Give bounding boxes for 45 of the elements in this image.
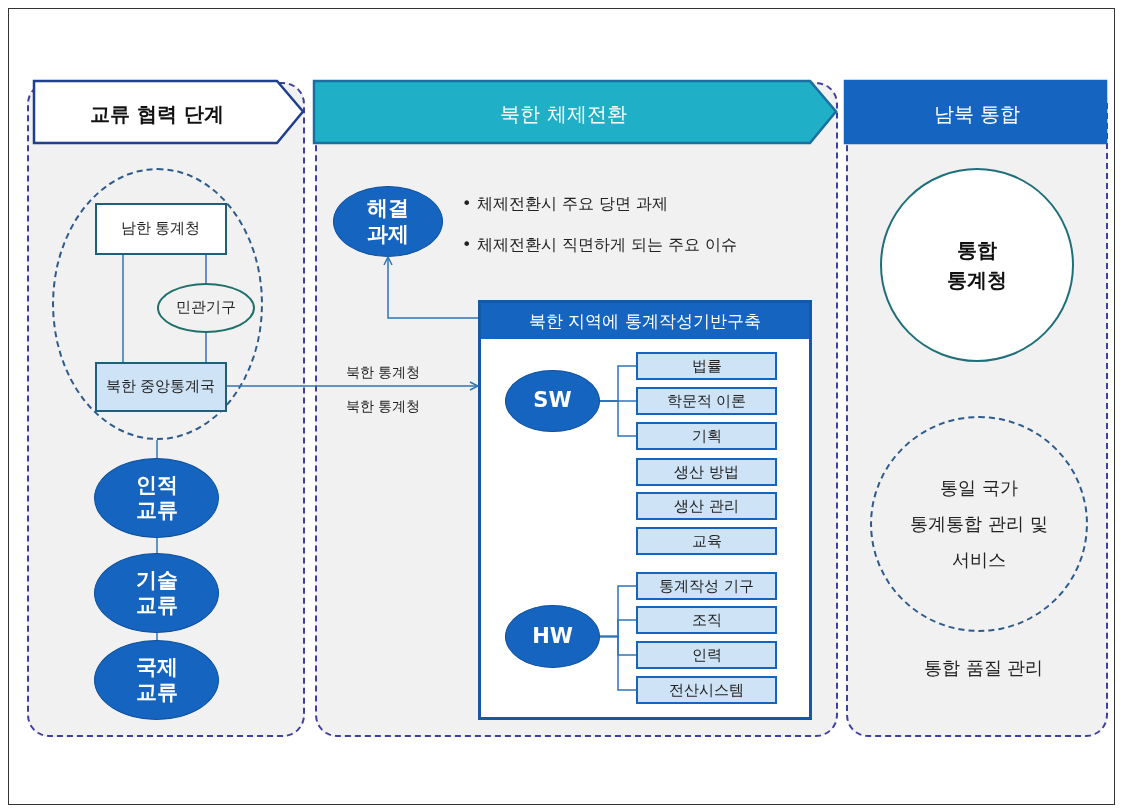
stage-panel	[315, 82, 838, 737]
topic-oval: 인적 교류	[94, 458, 219, 538]
panel-title: 교류 협력 단계	[89, 101, 225, 128]
box-header: 북한 지역에 통계작성기반구축	[481, 303, 809, 339]
agency-circle: 통합 통계청	[880, 168, 1074, 362]
panel-title: 남북 통합	[932, 101, 1022, 128]
agency-oval: 민관기구	[156, 282, 255, 333]
dashed-ellipse	[52, 168, 263, 440]
agency-box: 남한 통계청	[94, 202, 227, 255]
arrow	[383, 256, 479, 319]
stage-panel	[27, 82, 305, 737]
topic-oval: HW	[505, 605, 600, 668]
item-box: 통계작성 기구	[636, 572, 777, 600]
connector-line	[205, 254, 207, 284]
topic-oval: SW	[505, 370, 600, 432]
panel-title: 북한 체제전환	[499, 101, 628, 128]
arrow	[226, 381, 479, 391]
item-box: 조직	[636, 606, 777, 634]
connector-line	[599, 400, 637, 437]
item-box: 학문적 이론	[636, 387, 777, 415]
stage-panel	[846, 82, 1108, 737]
item-box: 생산 방법	[636, 458, 777, 486]
service-circle: 통일 국가 통계통합 관리 및 서비스	[870, 416, 1088, 632]
foundation-box	[478, 300, 812, 720]
item-box: 기획	[636, 422, 777, 450]
topic-oval: 국제 교류	[94, 640, 219, 720]
note-text: 통합 품질 관리	[924, 656, 1044, 680]
connector-line	[156, 537, 158, 554]
topic-oval: 기술 교류	[94, 553, 219, 633]
connector-line	[205, 332, 207, 363]
item-box: 생산 관리	[636, 492, 777, 520]
connector-line	[122, 254, 124, 363]
bullet-text: • 체제전환시 주요 당면 과제	[462, 194, 668, 215]
connector-line	[599, 635, 637, 691]
connector-line	[156, 632, 158, 641]
bullet-text: • 체제전환시 직면하게 되는 주요 이슈	[462, 235, 737, 256]
item-box: 인력	[636, 641, 777, 669]
edge-label: 북한 통계청	[346, 364, 421, 382]
connector-line	[156, 439, 158, 459]
note-text: 북한 통계청	[346, 398, 421, 416]
agency-box: 북한 중앙통계국	[94, 361, 227, 412]
topic-oval: 해결 과제	[333, 186, 443, 257]
item-box: 법률	[636, 352, 777, 380]
item-box: 교육	[636, 527, 777, 555]
item-box: 전산시스템	[636, 676, 777, 704]
